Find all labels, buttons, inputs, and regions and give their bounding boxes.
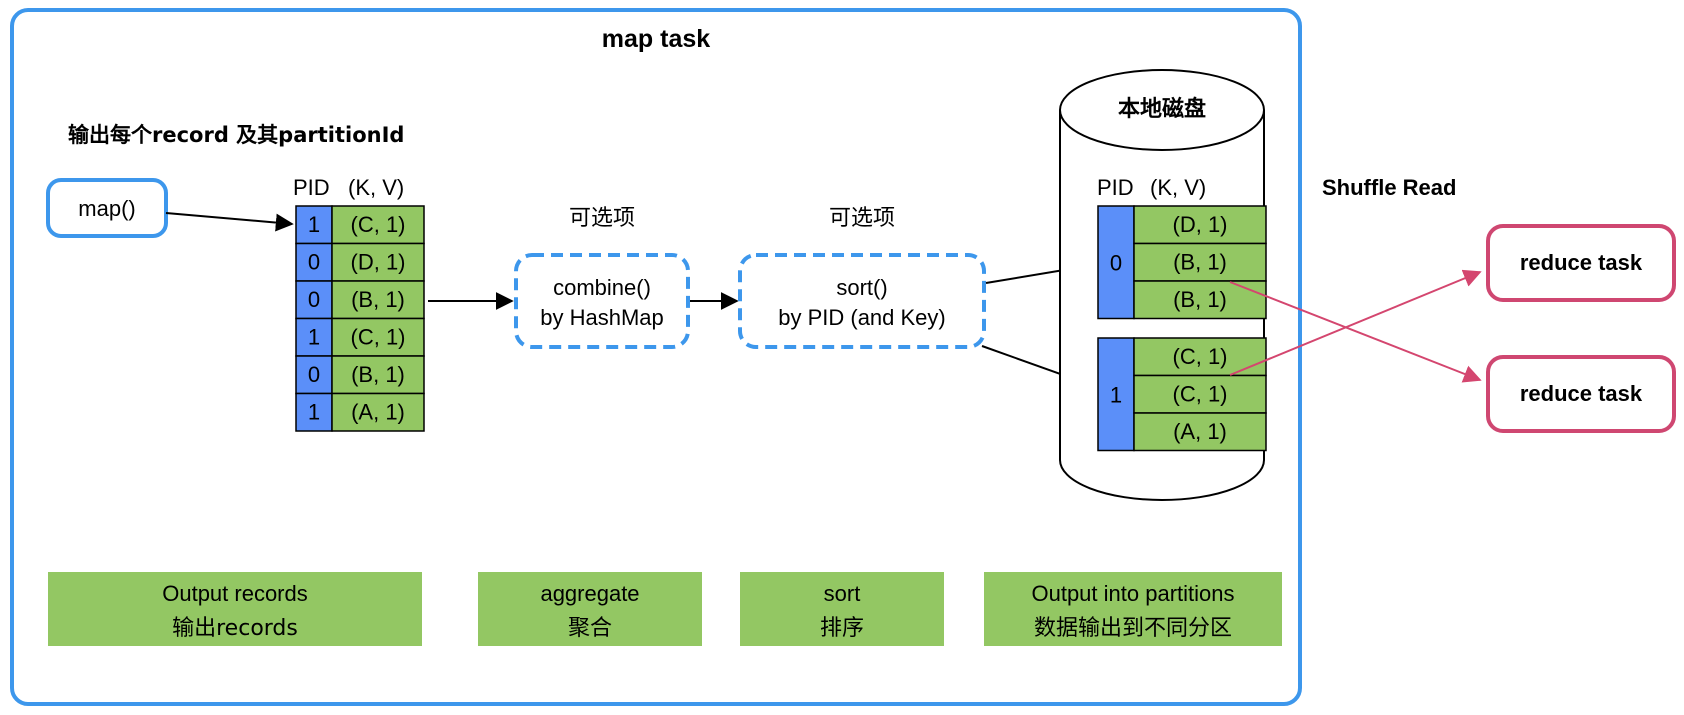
partition-kv: (C, 1) [1173,344,1228,369]
local-disk-top [1059,69,1265,151]
partition-kv-cell [1133,412,1267,452]
local-disk-title: 本地磁盘 [1118,96,1206,122]
record-kv: (B, 1) [351,362,405,387]
record-kv-cell [331,392,425,432]
stage-box [48,572,422,646]
record-pid-cell [295,317,333,357]
partition-pid: 0 [1110,250,1122,275]
record-row: 1 (C, 1) [295,205,425,245]
map-task-title: map task [602,25,710,53]
records-table: PID (K, V) 1 (C, 1) 0 (D, 1) 0 (B, 1) 1 (C, 1) 0… [293,175,425,432]
partition-pid-cell [1097,337,1135,452]
local-disk: 本地磁盘 PID (K, V) 0 (D, 1) (B, 1) (B, 1) 1 (C, … [1059,69,1267,501]
record-kv: (A, 1) [351,400,405,425]
sort-line2: by PID (and Key) [778,305,946,330]
sort-line1: sort() [836,275,887,300]
stage-line2: 输出records [172,616,298,641]
records-pid-header: PID [293,175,330,200]
record-row: 1 (A, 1) [295,392,425,432]
stage-line1: Output records [162,581,308,606]
arrow-map-to-records [165,212,294,232]
stage-line1: Output into partitions [1031,581,1234,606]
reduce-task-label-2: reduce task [1520,381,1643,406]
stage-line1: aggregate [540,581,639,606]
stage-line2: 聚合 [568,616,612,641]
disk-partition-1: 1 (C, 1) (C, 1) (A, 1) [1097,337,1267,452]
record-row: 0 (B, 1) [295,355,425,395]
combine-optional-label: 可选项 [569,206,635,231]
combine-box [514,253,690,349]
disk-pid-header: PID [1097,175,1134,200]
record-row: 0 (D, 1) [295,242,425,282]
partition-kv-cell [1133,205,1267,245]
shuffle-read-label: Shuffle Read [1322,175,1456,200]
record-pid-cell [295,280,333,320]
partition-kv: (C, 1) [1173,382,1228,407]
record-row: 1 (C, 1) [295,317,425,357]
record-pid: 1 [308,212,320,237]
stage-output-records: Output records 输出records [48,572,422,646]
records-kv-header: (K, V) [348,175,404,200]
stage-line2: 数据输出到不同分区 [1034,616,1232,641]
stage-output-partitions: Output into partitions 数据输出到不同分区 [984,572,1282,646]
record-pid: 1 [308,325,320,350]
stage-box [740,572,944,646]
stage-line1: sort [824,581,861,606]
header-note: 输出每个record 及其partitionId [68,123,404,147]
record-row: 0 (B, 1) [295,280,425,320]
record-pid: 0 [308,362,320,387]
combine-line2: by HashMap [540,305,664,330]
disk-kv-header: (K, V) [1150,175,1206,200]
stage-sort: sort 排序 [740,572,944,646]
map-task-container [10,8,1302,706]
record-kv: (C, 1) [351,325,406,350]
partition-kv: (A, 1) [1173,419,1227,444]
partition-kv-cell [1133,242,1267,282]
partition-kv: (B, 1) [1173,287,1227,312]
combine-line1: combine() [553,275,651,300]
record-kv-cell [331,355,425,395]
reduce-task-box-1 [1486,224,1676,302]
partition-pid-cell [1097,205,1135,320]
sort-optional-label: 可选项 [829,206,895,231]
arrow-partition-0-to-reduce-2 [1229,281,1482,383]
record-kv: (D, 1) [351,250,406,275]
partition-kv: (B, 1) [1173,250,1227,275]
stage-box [478,572,702,646]
map-function-box [46,178,168,238]
sort-box [738,253,986,349]
partition-kv: (D, 1) [1173,212,1228,237]
reduce-task-label-1: reduce task [1520,250,1643,275]
record-pid-cell [295,355,333,395]
record-pid: 0 [308,287,320,312]
record-pid: 1 [308,400,320,425]
stage-box [984,572,1282,646]
record-pid: 0 [308,250,320,275]
record-kv: (B, 1) [351,287,405,312]
partition-kv-cell [1133,374,1267,414]
stage-aggregate: aggregate 聚合 [478,572,702,646]
partition-pid: 1 [1110,382,1122,407]
record-kv: (C, 1) [351,212,406,237]
arrow-partition-1-to-reduce-1 [1229,269,1482,376]
record-pid-cell [295,392,333,432]
stage-line2: 排序 [820,616,864,641]
map-function-label: map() [78,196,135,221]
disk-partition-0: 0 (D, 1) (B, 1) (B, 1) [1097,205,1267,320]
reduce-task-box-2 [1486,355,1676,433]
